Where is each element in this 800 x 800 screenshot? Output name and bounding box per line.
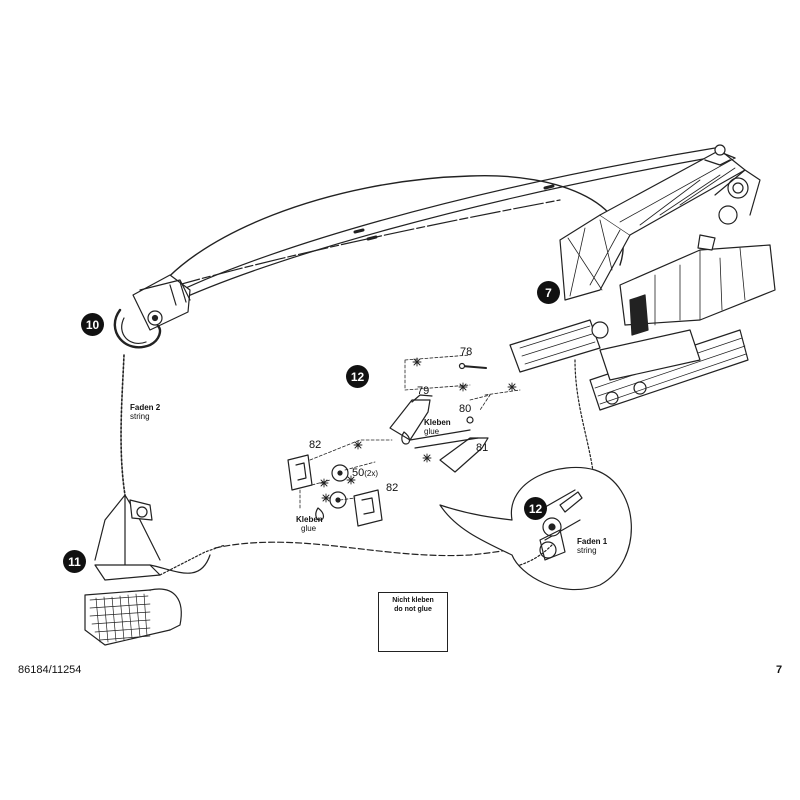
- callout-kleben-1-en: glue: [424, 427, 440, 436]
- winch-detail-bubble: [439, 466, 632, 591]
- step-badge-11: 11: [63, 550, 86, 573]
- part-number-78: 78: [460, 346, 473, 358]
- callout-faden2-en: string: [130, 412, 150, 421]
- callout-faden1-en: string: [577, 546, 597, 555]
- winch-parts-exploded: [287, 354, 521, 527]
- part-number-81: 81: [476, 442, 489, 454]
- crawler-crane: [509, 144, 776, 521]
- callout-faden1-de: Faden 1: [577, 537, 608, 546]
- part-quantity: (2x): [364, 469, 379, 478]
- no-glue-marks: [319, 357, 517, 503]
- page-number: 7: [776, 664, 783, 676]
- step-badge-10: 10: [81, 313, 104, 336]
- part-number-82: 82: [309, 439, 322, 451]
- no-glue-legend: Nicht kleben do not glue: [378, 592, 448, 652]
- step-badge-7: 7: [537, 281, 560, 304]
- hook-block: [113, 274, 191, 496]
- hoist-cables: [149, 147, 721, 305]
- legend-line-de: Nicht kleben: [392, 597, 434, 604]
- clamshell-bucket: [84, 494, 546, 646]
- part-number-50-value: 50: [352, 467, 365, 479]
- legend-line-en: do not glue: [394, 606, 432, 613]
- part-number-80: 80: [459, 403, 472, 415]
- callout-kleben-2-en: glue: [301, 524, 317, 533]
- callout-kleben-2-de: Kleben: [296, 515, 323, 524]
- part-number-79: 79: [417, 385, 430, 397]
- part-number-50: 50(2x): [352, 467, 379, 480]
- step-badge-12: 12: [346, 365, 369, 388]
- article-number: 86184/11254: [18, 664, 82, 676]
- callout-kleben-1-de: Kleben: [424, 418, 451, 427]
- part-number-82: 82: [386, 482, 399, 494]
- step-badge-12-detail: 12: [524, 497, 547, 520]
- callout-faden2-de: Faden 2: [130, 403, 161, 412]
